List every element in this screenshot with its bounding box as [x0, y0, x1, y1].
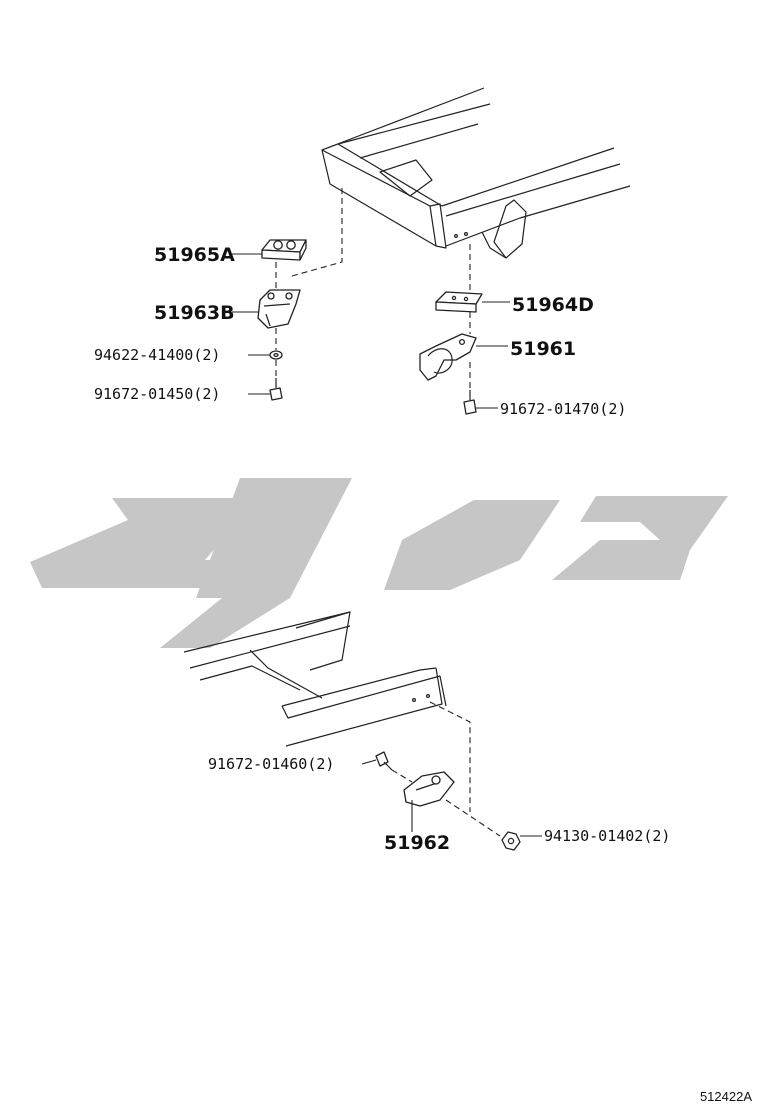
- part-51964d: [435, 291, 483, 313]
- label-51961: 51961: [510, 338, 576, 360]
- part-94622-washer: [269, 350, 283, 360]
- label-94130-01402: 94130-01402(2): [544, 827, 670, 845]
- label-51964d: 51964D: [512, 294, 594, 316]
- label-94622-41400: 94622-41400(2): [94, 346, 220, 364]
- part-51961-hook: [419, 333, 477, 381]
- label-91672-01470: 91672-01470(2): [500, 400, 626, 418]
- watermark-stroke-2: [160, 478, 352, 648]
- bottom-frame-drawing: [183, 611, 447, 747]
- label-51962: 51962: [384, 832, 450, 854]
- watermark-stroke-3: [384, 500, 560, 590]
- label-51965a: 51965A: [154, 244, 235, 266]
- assembly-lines: [275, 188, 501, 837]
- part-51965a: [261, 239, 307, 261]
- leader-lines: [232, 253, 542, 837]
- watermark-stroke-4: [552, 496, 728, 580]
- part-51962-bracket: [403, 771, 455, 807]
- part-91672-01470-bolt: [463, 390, 477, 415]
- part-94130-nut: [501, 831, 521, 851]
- watermark-logo: [30, 478, 728, 648]
- drawing-id: 512422A: [700, 1089, 752, 1104]
- label-91672-01450: 91672-01450(2): [94, 385, 220, 403]
- part-91672-01460-bolt: [375, 751, 393, 771]
- top-frame-drawing: [321, 87, 631, 259]
- part-51963b: [257, 289, 301, 329]
- label-91672-01460: 91672-01460(2): [208, 755, 334, 773]
- part-91672-01450-bolt: [269, 378, 283, 401]
- label-51963b: 51963B: [154, 302, 235, 324]
